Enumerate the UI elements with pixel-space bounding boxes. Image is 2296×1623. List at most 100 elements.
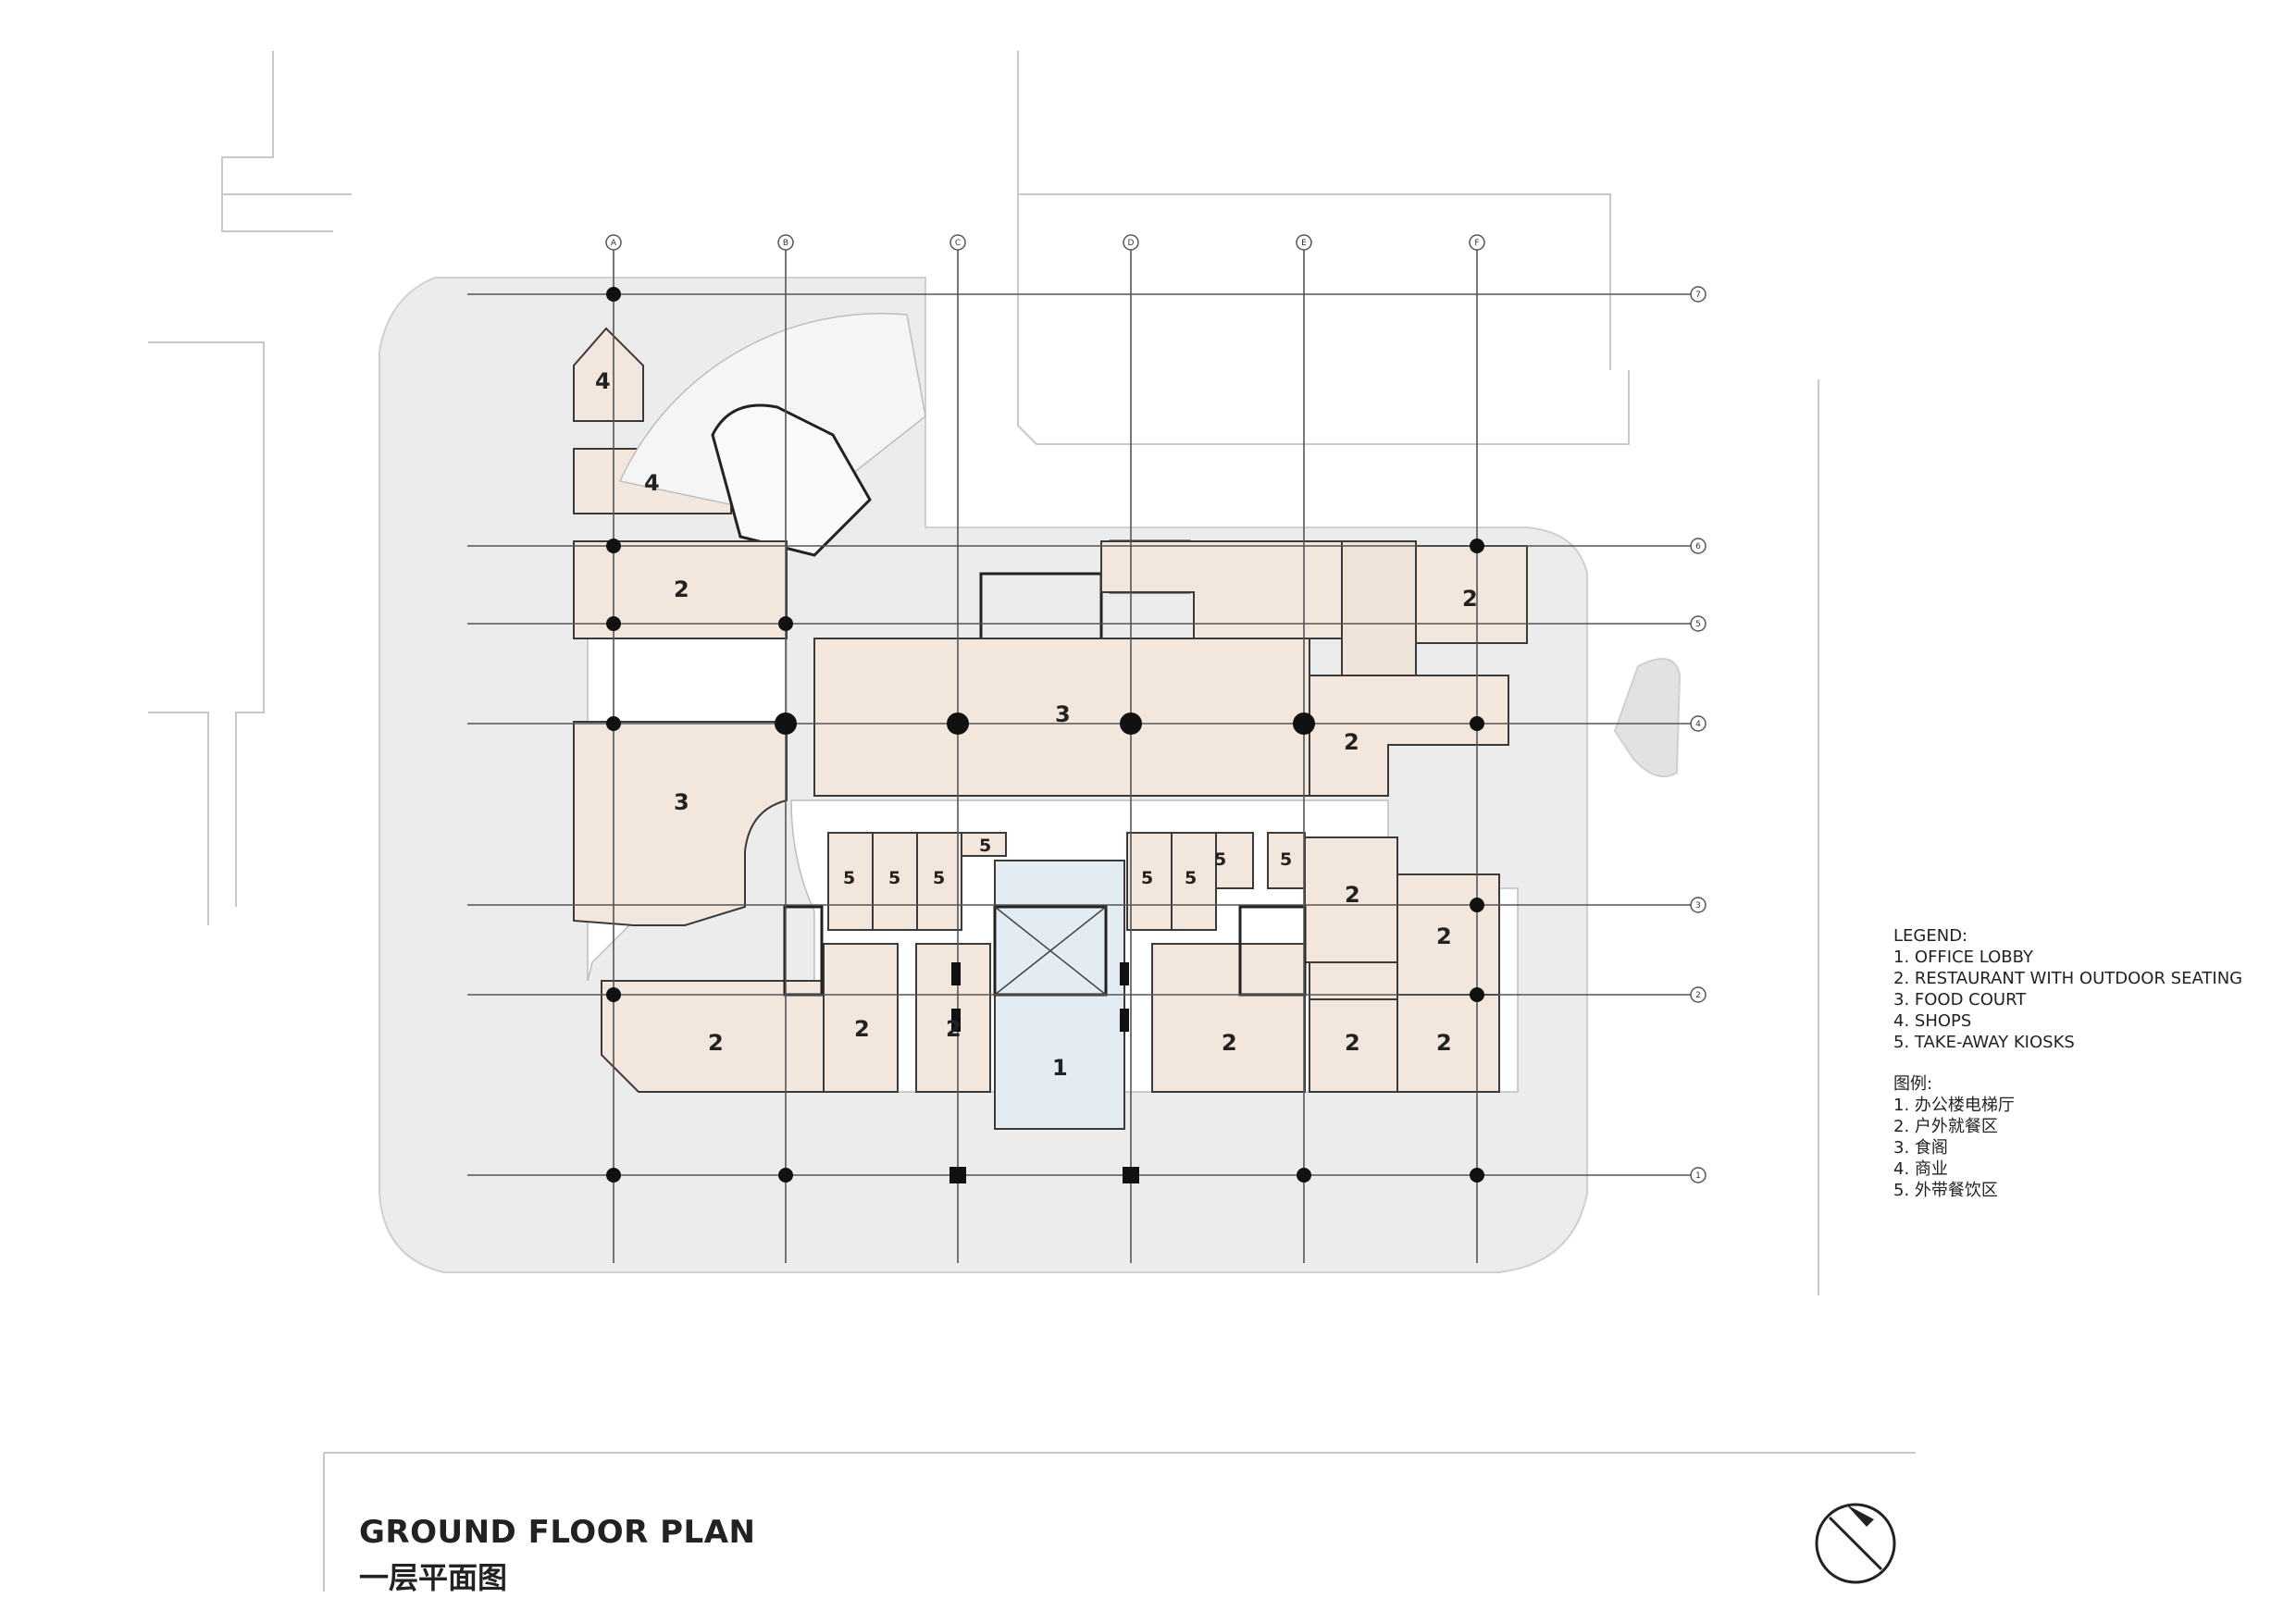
- grid-bubble: [1123, 234, 1139, 251]
- grid-label: B: [783, 239, 788, 248]
- structural-column: [606, 716, 621, 731]
- grid-bubble: [1690, 986, 1706, 1003]
- grid-label: 5: [1695, 620, 1701, 629]
- label-3-west: 3: [674, 789, 689, 815]
- grid-label: 6: [1695, 542, 1701, 551]
- grid-bubble: [1690, 715, 1706, 732]
- grid-bubble: [1690, 286, 1706, 303]
- grid-bubble: [1690, 897, 1706, 913]
- structural-column: [1470, 539, 1484, 553]
- drawing-title-cn: 一层平面图: [359, 1560, 508, 1595]
- label-2-e3: 2: [1436, 923, 1452, 949]
- grid-bubble: [777, 234, 794, 251]
- structural-column: [1470, 898, 1484, 912]
- structural-column: [775, 712, 797, 735]
- structural-column: [606, 616, 621, 631]
- label-2-sw: 2: [708, 1030, 724, 1056]
- structural-column: [606, 987, 621, 1002]
- grid-label: D: [1128, 239, 1135, 248]
- legend-heading-cn: 图例:: [1893, 1074, 1933, 1094]
- grid-bubble: [605, 234, 622, 251]
- structural-column: [606, 539, 621, 553]
- grid-label: E: [1301, 239, 1307, 248]
- legend-item: 5. TAKE-AWAY KIOSKS: [1893, 1033, 2075, 1052]
- wall-pier: [951, 1009, 961, 1032]
- room-2-e3: [1396, 873, 1500, 996]
- label-kiosk-4: 5: [979, 836, 991, 856]
- grid-bubble: [949, 234, 966, 251]
- legend-item: 4. SHOPS: [1893, 1011, 1972, 1031]
- label-2-s2: 2: [946, 1016, 962, 1042]
- rotunda-core: [711, 403, 872, 557]
- label-kiosk-1: 5: [843, 868, 855, 888]
- label-2-e2: 2: [1345, 882, 1360, 908]
- room-labels: 4 4 2 3 2 2 3 5 5 5 5 5 5 5 5 2 2 2 2 2 …: [595, 368, 1478, 1081]
- legend-item-cn: 2. 户外就餐区: [1893, 1117, 1998, 1136]
- legend-item: 1. OFFICE LOBBY: [1893, 948, 2034, 967]
- grid-label: 1: [1695, 1171, 1701, 1181]
- wall-pier: [951, 962, 961, 985]
- kiosk-2: [872, 832, 918, 931]
- structural-columns: [606, 287, 1484, 1183]
- label-2-s3: 2: [1222, 1030, 1237, 1056]
- room-2-e-upper: [1341, 540, 1417, 676]
- label-kiosk-7: 5: [1214, 849, 1226, 870]
- kiosk-3: [916, 832, 962, 931]
- grid-bubble: [1690, 538, 1706, 554]
- label-2-s1: 2: [854, 1016, 870, 1042]
- label-2-s5: 2: [1436, 1030, 1452, 1056]
- structural-column-square: [1123, 1167, 1139, 1183]
- structural-column: [1470, 716, 1484, 731]
- label-2-nw: 2: [674, 576, 689, 602]
- label-lobby: 1: [1052, 1055, 1068, 1081]
- structural-column: [606, 287, 621, 302]
- north-arrow-icon: [1815, 1503, 1896, 1584]
- grid-label: 2: [1695, 991, 1701, 1000]
- room-2-e: [1309, 675, 1509, 797]
- structural-column-square: [949, 1167, 966, 1183]
- structural-column: [1470, 987, 1484, 1002]
- grid-label: 3: [1695, 901, 1701, 911]
- legend-item: 3. FOOD COURT: [1893, 990, 2027, 1010]
- planter: [1613, 658, 1682, 777]
- wall-pier: [1120, 962, 1129, 985]
- grid-bubble: [1469, 234, 1485, 251]
- label-4b: 4: [644, 470, 660, 496]
- label-kiosk-5: 5: [1141, 868, 1153, 888]
- legend-item-cn: 4. 商业: [1893, 1159, 1948, 1179]
- legend-heading-en: LEGEND:: [1893, 926, 1968, 946]
- label-4a: 4: [595, 368, 611, 394]
- grid-label: 7: [1695, 291, 1701, 300]
- label-kiosk-6: 5: [1185, 868, 1197, 888]
- legend-item: 2. RESTAURANT WITH OUTDOOR SEATING: [1893, 969, 2243, 988]
- structural-column: [778, 616, 793, 631]
- legend-item-cn: 3. 食阁: [1893, 1138, 1948, 1158]
- structural-column: [947, 712, 969, 735]
- grid-label: A: [611, 239, 617, 248]
- label-kiosk-8: 5: [1280, 849, 1292, 870]
- grid-label: 4: [1695, 720, 1701, 729]
- wall-pier: [1120, 1009, 1129, 1032]
- label-2-ne: 2: [1462, 586, 1478, 612]
- legend-item-cn: 1. 办公楼电梯厅: [1893, 1096, 2015, 1115]
- structural-column: [1297, 1168, 1311, 1183]
- legend-item-cn: 5. 外带餐饮区: [1893, 1181, 1998, 1200]
- grid-label: C: [955, 239, 961, 248]
- room-4a: [573, 327, 644, 422]
- kiosk-1: [827, 832, 874, 931]
- label-3-center: 3: [1055, 701, 1071, 727]
- legend: LEGEND: 1. OFFICE LOBBY 2. RESTAURANT WI…: [1893, 925, 2242, 1201]
- label-kiosk-2: 5: [888, 868, 900, 888]
- label-2-s4: 2: [1345, 1030, 1360, 1056]
- structural-column: [1293, 712, 1315, 735]
- grid-bubble: [1690, 1167, 1706, 1183]
- structural-column: [1470, 1168, 1484, 1183]
- grid-label: F: [1474, 239, 1479, 248]
- room-2-s4: [1309, 998, 1398, 1093]
- grid-bubble: [1690, 615, 1706, 632]
- drawing-title: GROUND FLOOR PLAN: [359, 1514, 756, 1551]
- kiosk-4: [961, 832, 1007, 857]
- structural-grid: A B C D E F 7 6 5 4 3 2 1: [467, 234, 1706, 1263]
- grid-bubble: [1296, 234, 1312, 251]
